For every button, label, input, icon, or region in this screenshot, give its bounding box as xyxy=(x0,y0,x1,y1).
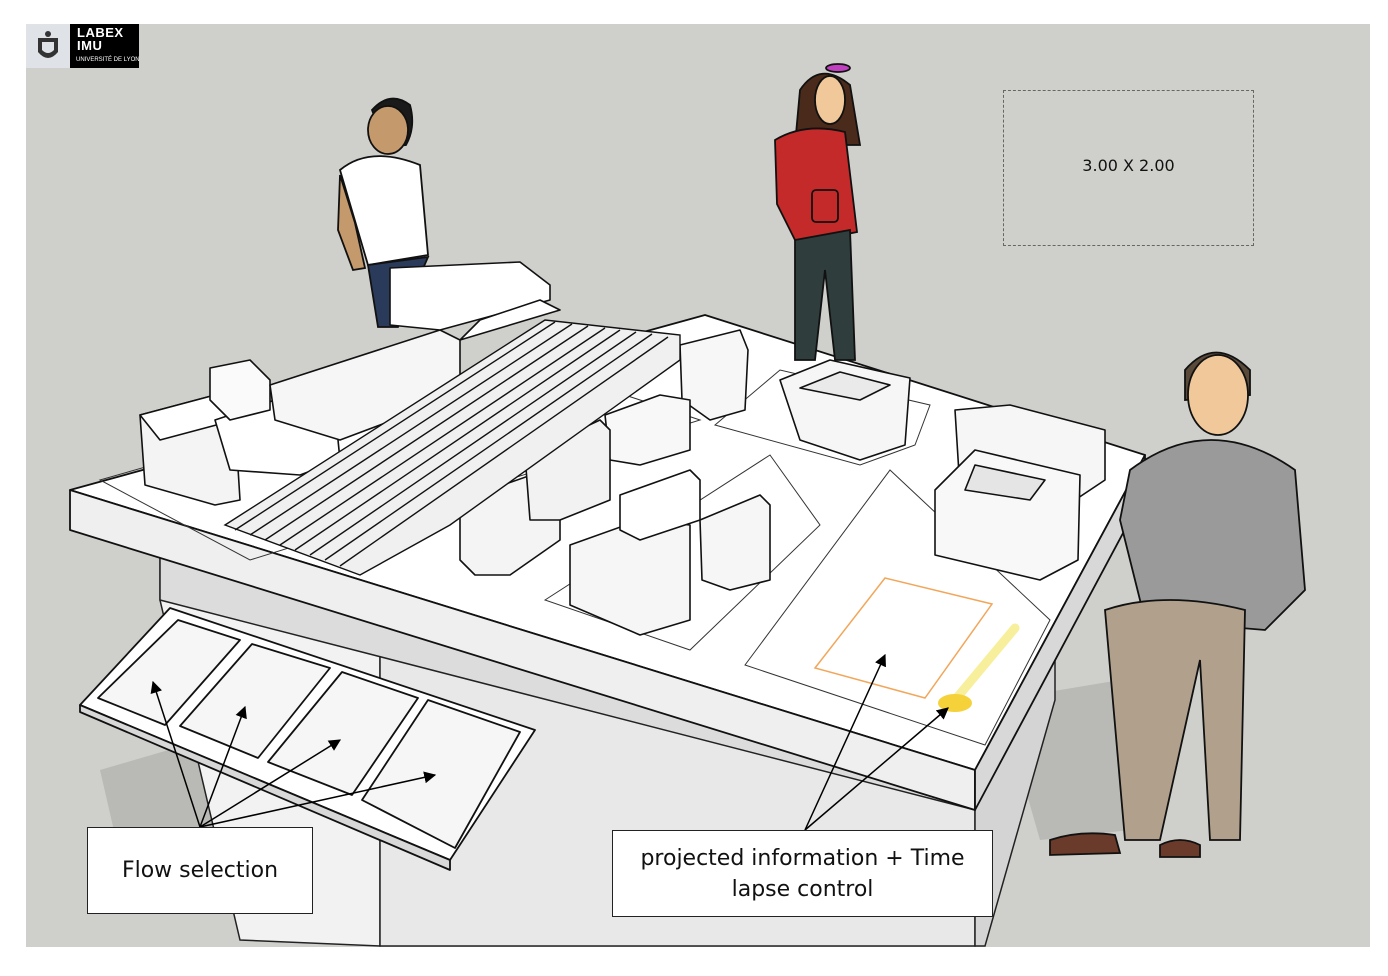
logo-line-university: UNIVERSITÉ DE LYON xyxy=(76,57,140,64)
logo-wordmark: LABEX IMU UNIVERSITÉ DE LYON xyxy=(70,24,139,68)
university-shield-icon xyxy=(26,24,70,68)
labex-imu-logo: LABEX IMU UNIVERSITÉ DE LYON xyxy=(26,24,139,68)
callout-projected-information-text: projected information + Time lapse contr… xyxy=(633,843,972,905)
callout-flow-selection-text: Flow selection xyxy=(122,855,278,886)
dimension-box: 3.00 X 2.00 xyxy=(1003,90,1254,246)
callout-flow-selection: Flow selection xyxy=(87,827,313,914)
logo-line-imu: IMU xyxy=(77,39,102,52)
dimension-label: 3.00 X 2.00 xyxy=(1082,156,1174,175)
callout-projected-information: projected information + Time lapse contr… xyxy=(612,830,993,917)
